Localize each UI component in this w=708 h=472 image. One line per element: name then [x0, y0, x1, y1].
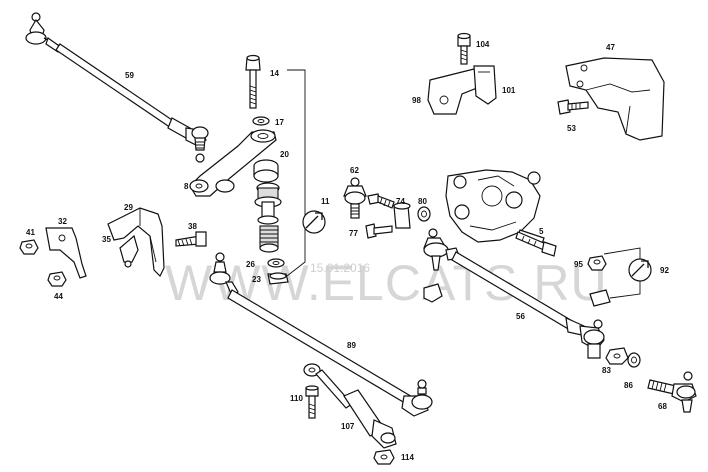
part-5-steering-gear[interactable]	[445, 169, 545, 245]
callout-114: 114	[401, 453, 414, 462]
callout-53: 53	[567, 124, 576, 133]
callout-101: 101	[502, 86, 516, 95]
callout-20: 20	[280, 150, 289, 159]
watermark-date: 15.01.2016	[310, 261, 370, 275]
part-83-nut[interactable]	[605, 347, 629, 365]
callout-38: 38	[188, 222, 197, 231]
part-29-bracket[interactable]	[107, 207, 165, 278]
callout-44: 44	[54, 292, 63, 301]
part-56-tie-rod[interactable]	[423, 228, 605, 359]
part-74-bolt[interactable]	[367, 193, 395, 209]
callout-14: 14	[270, 69, 279, 78]
callout-23: 23	[252, 275, 261, 284]
part-32-bracket[interactable]	[45, 227, 87, 279]
part-5-bolt[interactable]	[515, 231, 557, 257]
part-95-nut[interactable]	[587, 255, 607, 271]
callout-17: 17	[275, 118, 284, 127]
part-23-nut[interactable]	[267, 272, 289, 285]
callout-77: 77	[349, 229, 358, 238]
part-104-bolt[interactable]	[457, 32, 471, 65]
callout-107: 107	[341, 422, 355, 431]
part-20-bushing[interactable]	[253, 159, 279, 183]
callout-47: 47	[606, 43, 615, 52]
part-35-bracket[interactable]	[119, 234, 139, 268]
part-107-damper[interactable]	[303, 363, 397, 449]
part-38-bolt[interactable]	[175, 231, 207, 247]
callout-92: 92	[660, 266, 669, 275]
part-86-washer[interactable]	[627, 352, 641, 368]
part-53-bolt[interactable]	[557, 99, 589, 115]
callout-8: 8	[184, 182, 189, 191]
part-14-bolt[interactable]	[245, 54, 261, 109]
callout-26: 26	[246, 260, 255, 269]
part-17-washer[interactable]	[252, 116, 270, 126]
callout-11: 11	[321, 197, 330, 206]
callout-83: 83	[602, 366, 611, 375]
callout-74: 74	[396, 197, 405, 206]
part-80-bushing[interactable]	[393, 202, 431, 229]
wrench-icon	[302, 210, 326, 234]
callout-59: 59	[125, 71, 134, 80]
callout-41: 41	[26, 228, 35, 237]
callout-32: 32	[58, 217, 67, 226]
part-114-nut[interactable]	[373, 449, 395, 465]
callout-86: 86	[624, 381, 633, 390]
callout-110: 110	[290, 394, 303, 403]
callout-56: 56	[516, 312, 525, 321]
callout-35: 35	[102, 235, 111, 244]
part-101-bracket[interactable]	[473, 65, 497, 105]
callout-89: 89	[347, 341, 356, 350]
callout-95: 95	[574, 260, 583, 269]
part-77-bolt[interactable]	[365, 223, 393, 239]
part-41-nut[interactable]	[19, 239, 39, 255]
callout-98: 98	[412, 96, 421, 105]
part-26-washer[interactable]	[267, 258, 285, 268]
part-110-bolt[interactable]	[305, 385, 319, 419]
callout-5: 5	[539, 227, 544, 236]
part-clip[interactable]	[423, 283, 443, 303]
callout-104: 104	[476, 40, 490, 49]
part-47-cover[interactable]	[565, 57, 665, 141]
part-8-idler-arm[interactable]	[189, 129, 277, 197]
part-44-nut[interactable]	[47, 271, 67, 287]
callout-62: 62	[350, 166, 359, 175]
part-98-bracket[interactable]	[427, 67, 483, 115]
callout-80: 80	[418, 197, 427, 206]
part-59-tie-rod[interactable]	[25, 12, 209, 163]
group-bracket-idler	[286, 69, 306, 277]
part-62-ball-joint[interactable]	[343, 177, 367, 219]
callout-68: 68	[658, 402, 667, 411]
callout-29: 29	[124, 203, 133, 212]
part-89-drag-link[interactable]	[209, 252, 433, 417]
part-92-damper-mount[interactable]	[589, 247, 652, 307]
part-68-tie-rod-end[interactable]	[647, 371, 697, 413]
part-11-idler-bracket[interactable]	[254, 182, 282, 253]
